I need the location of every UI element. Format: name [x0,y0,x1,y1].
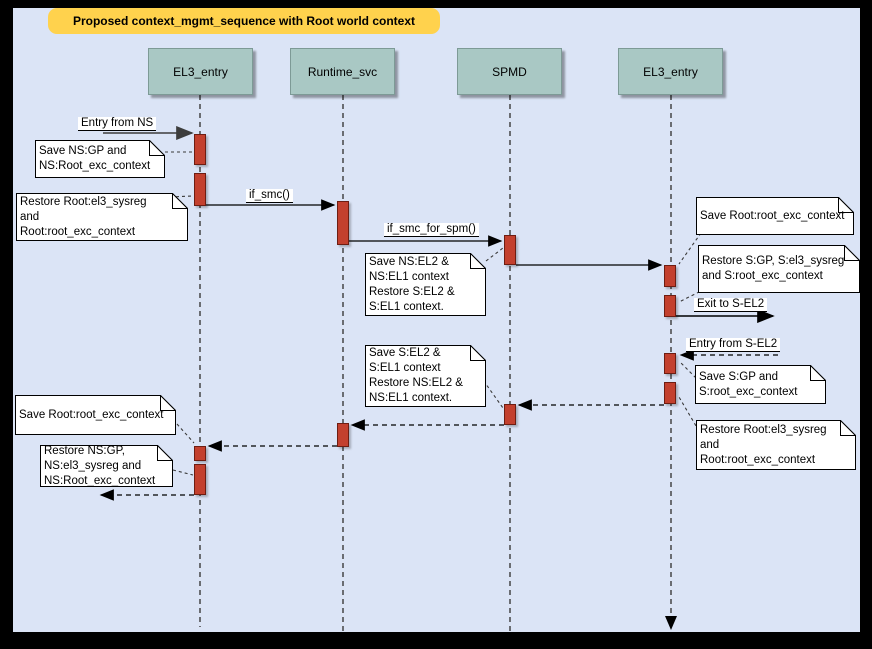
activation-bar-el3l-4 [194,464,206,495]
lifeline-end-arrow-icon [665,616,677,630]
note-shape [695,365,826,404]
note-connector-9 [176,423,195,444]
activation-bar-runtime-2 [337,423,349,447]
note-shape [15,395,176,435]
note-text: Save Root:root_exc_context [19,408,164,421]
activation-bar-el3r-4 [664,382,676,404]
note-save-s-el2: Save S:EL2 & S:EL1 context Restore NS:EL… [365,345,486,407]
diagram-canvas [13,8,860,632]
note-connector-4 [678,232,702,265]
note-text: Restore Root:el3_sysreg and Root:root_ex… [20,195,147,238]
message-label-entry-from-ns: Entry from NS [78,117,157,131]
activation-bar-el3l-2 [194,173,206,206]
note-text: Restore S:GP, S:el3_sysreg and S:root_ex… [702,255,845,282]
note-text: Restore Root:el3_sysreg and Root:root_ex… [700,423,827,466]
note-restore-root-top-left: Restore Root:el3_sysreg and Root:root_ex… [16,193,188,241]
note-restore-root-right: Restore Root:el3_sysreg and Root:root_ex… [696,420,856,470]
note-save-ns-gp: Save NS:GP and NS:Root_exc_context [35,140,165,178]
activation-bar-runtime-1 [337,201,349,245]
diagram-title: Proposed context_mgmt_sequence with Root… [48,8,440,34]
lifeline-header-label: EL3_entry [173,64,228,79]
note-save-s-gp: Save S:GP and S:root_exc_context [695,365,826,404]
lifeline-header-runtime-svc: Runtime_svc [290,48,395,95]
lifeline-header-spmd: SPMD [457,48,562,95]
note-text: Save NS:EL2 & NS:EL1 context Restore S:E… [369,255,455,313]
message-label-exit-to-s-el2: Exit to S-EL2 [694,298,768,312]
note-connector-5 [678,288,706,303]
note-save-ns-el2: Save NS:EL2 & NS:EL1 context Restore S:E… [365,253,486,316]
lifeline-header-label: SPMD [492,64,527,79]
note-connector-2 [169,195,194,198]
lifeline-header-el3-entry-left: EL3_entry [148,48,253,95]
activation-bar-spmd-1 [504,235,516,265]
note-shape [365,253,486,316]
note-connector-3 [485,247,504,262]
note-text: Save S:EL2 & S:EL1 context Restore NS:EL… [369,347,463,404]
activation-bar-el3l-1 [194,134,206,165]
lifeline-header-label: Runtime_svc [307,64,378,79]
activation-bar-el3r-2 [664,295,676,317]
note-text: Restore NS:GP, NS:el3_sysreg and NS:Root… [44,444,156,487]
note-save-root-right: Save Root:root_exc_context [696,197,854,235]
message-label-if-smc-for-spm: if_smc_for_spm() [384,223,479,237]
message-label-if-smc: if_smc() [246,189,293,203]
note-connector-7 [678,396,700,432]
note-shape [35,140,165,178]
message-arrows [99,125,778,501]
activation-bar-el3l-3 [194,446,206,461]
note-connector-6 [678,360,697,379]
note-shape [696,197,854,235]
note-text: Save Root:root_exc_context [700,209,845,222]
note-save-root-left: Save Root:root_exc_context [15,395,176,435]
lifeline-header-el3-entry-right: EL3_entry [618,48,723,95]
note-shape [16,193,188,241]
note-shape [696,420,856,470]
activation-bar-el3r-1 [664,265,676,287]
note-text: Save S:GP and S:root_exc_context [699,370,798,398]
message-label-entry-from-s-el2: Entry from S-EL2 [686,338,781,352]
note-text: Save NS:GP and NS:Root_exc_context [39,145,151,172]
note-shape [365,345,486,407]
note-connector-10 [172,469,194,476]
activation-bar-spmd-2 [504,404,516,425]
note-restore-ns-gp: Restore NS:GP, NS:el3_sysreg and NS:Root… [40,445,173,487]
note-restore-s-gp: Restore S:GP, S:el3_sysreg and S:root_ex… [698,245,860,293]
note-shape [40,445,173,487]
lifeline-header-label: EL3_entry [643,64,698,79]
note-shape [698,245,860,293]
activation-bar-el3r-3 [664,353,676,374]
